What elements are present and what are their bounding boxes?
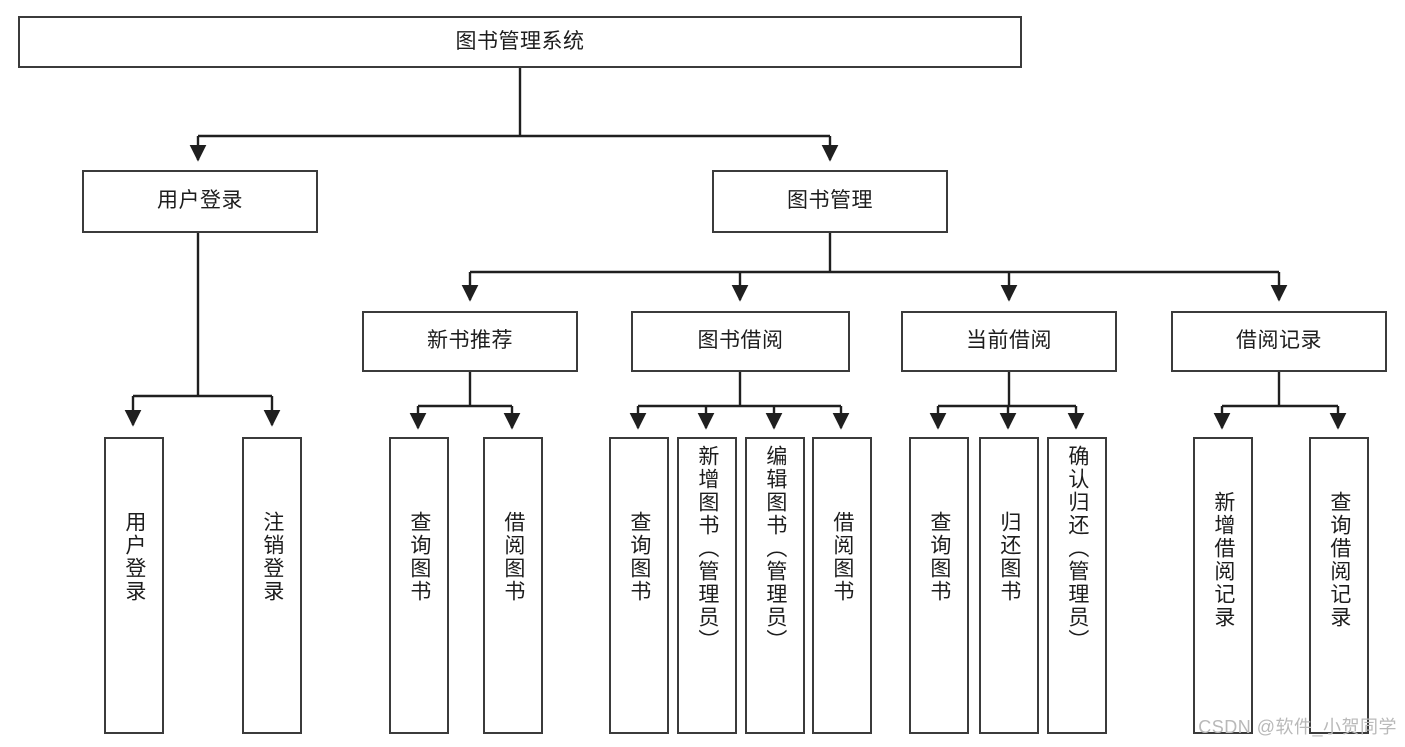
node-book-borrow-label: 图书借阅 xyxy=(697,329,784,353)
leaf-current-borrow-2-label: 归还图书 xyxy=(997,511,1021,603)
node-borrow-record[interactable]: 借阅记录 xyxy=(1171,311,1387,372)
csdn-watermark: CSDN @软件_小贺同学 xyxy=(1198,717,1397,737)
leaf-borrow-record-2[interactable]: 查询借阅记录 xyxy=(1309,437,1369,734)
node-current-borrow-label: 当前借阅 xyxy=(966,329,1052,353)
leaf-book-borrow-1[interactable]: 查询图书 xyxy=(609,437,669,734)
node-borrow-record-label: 借阅记录 xyxy=(1236,329,1322,353)
leaf-current-borrow-3[interactable]: 确认归还（管理员） xyxy=(1047,437,1107,734)
leaf-borrow-record-1-label: 新增借阅记录 xyxy=(1211,491,1235,629)
leaf-user-login-2[interactable]: 注销登录 xyxy=(242,437,302,734)
leaf-new-book-2[interactable]: 借阅图书 xyxy=(483,437,543,734)
node-user-login[interactable]: 用户登录 xyxy=(82,170,318,233)
leaf-current-borrow-3-label: 确认归还（管理员） xyxy=(1065,445,1089,652)
leaf-book-borrow-4[interactable]: 借阅图书 xyxy=(812,437,872,734)
node-book-borrow[interactable]: 图书借阅 xyxy=(631,311,850,372)
leaf-book-borrow-1-label: 查询图书 xyxy=(627,511,651,603)
node-new-book-recommend-label: 新书推荐 xyxy=(427,329,513,353)
leaf-borrow-record-2-label: 查询借阅记录 xyxy=(1327,491,1351,629)
leaf-book-borrow-3-label: 编辑图书（管理员） xyxy=(763,445,787,652)
node-current-borrow[interactable]: 当前借阅 xyxy=(901,311,1117,372)
leaf-current-borrow-2[interactable]: 归还图书 xyxy=(979,437,1039,734)
node-user-login-label: 用户登录 xyxy=(157,189,243,213)
leaf-book-borrow-3[interactable]: 编辑图书（管理员） xyxy=(745,437,805,734)
leaf-book-borrow-2-label: 新增图书（管理员） xyxy=(695,445,719,652)
leaf-book-borrow-4-label: 借阅图书 xyxy=(830,511,854,603)
leaf-new-book-1-label: 查询图书 xyxy=(407,511,431,603)
leaf-user-login-2-label: 注销登录 xyxy=(260,511,284,603)
node-new-book-recommend[interactable]: 新书推荐 xyxy=(362,311,578,372)
leaf-current-borrow-1-label: 查询图书 xyxy=(927,511,951,603)
leaf-user-login-1-label: 用户登录 xyxy=(122,511,146,603)
leaf-borrow-record-1[interactable]: 新增借阅记录 xyxy=(1193,437,1253,734)
leaf-new-book-2-label: 借阅图书 xyxy=(501,511,525,603)
node-book-management-label: 图书管理 xyxy=(787,189,873,213)
node-root[interactable]: 图书管理系统 xyxy=(18,16,1022,68)
leaf-current-borrow-1[interactable]: 查询图书 xyxy=(909,437,969,734)
node-root-label: 图书管理系统 xyxy=(455,29,585,53)
leaf-book-borrow-2[interactable]: 新增图书（管理员） xyxy=(677,437,737,734)
leaf-user-login-1[interactable]: 用户登录 xyxy=(104,437,164,734)
node-book-management[interactable]: 图书管理 xyxy=(712,170,948,233)
leaf-new-book-1[interactable]: 查询图书 xyxy=(389,437,449,734)
